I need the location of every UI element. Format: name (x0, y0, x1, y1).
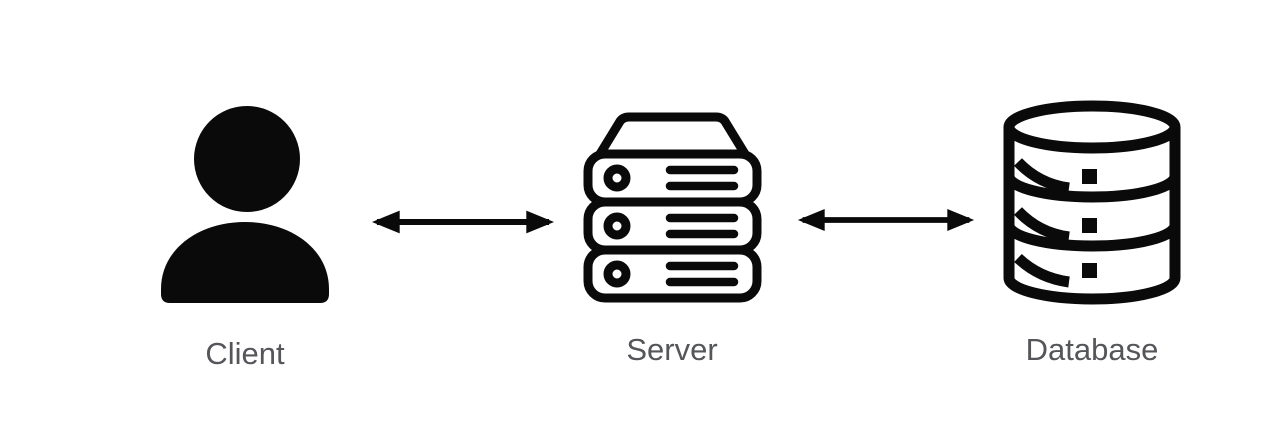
node-database: Database (992, 100, 1192, 367)
user-person-icon (161, 106, 329, 303)
server-rack-icon (583, 112, 761, 303)
node-client-label: Client (205, 336, 285, 371)
client-server-bidirectional-arrow-icon (371, 210, 555, 234)
node-database-label: Database (1025, 332, 1159, 367)
node-server: Server (572, 112, 772, 367)
server-database-bidirectional-arrow-icon (797, 208, 975, 232)
node-server-label: Server (626, 332, 718, 367)
database-cylinder-icon (1003, 100, 1181, 305)
node-client: Client (145, 103, 345, 371)
